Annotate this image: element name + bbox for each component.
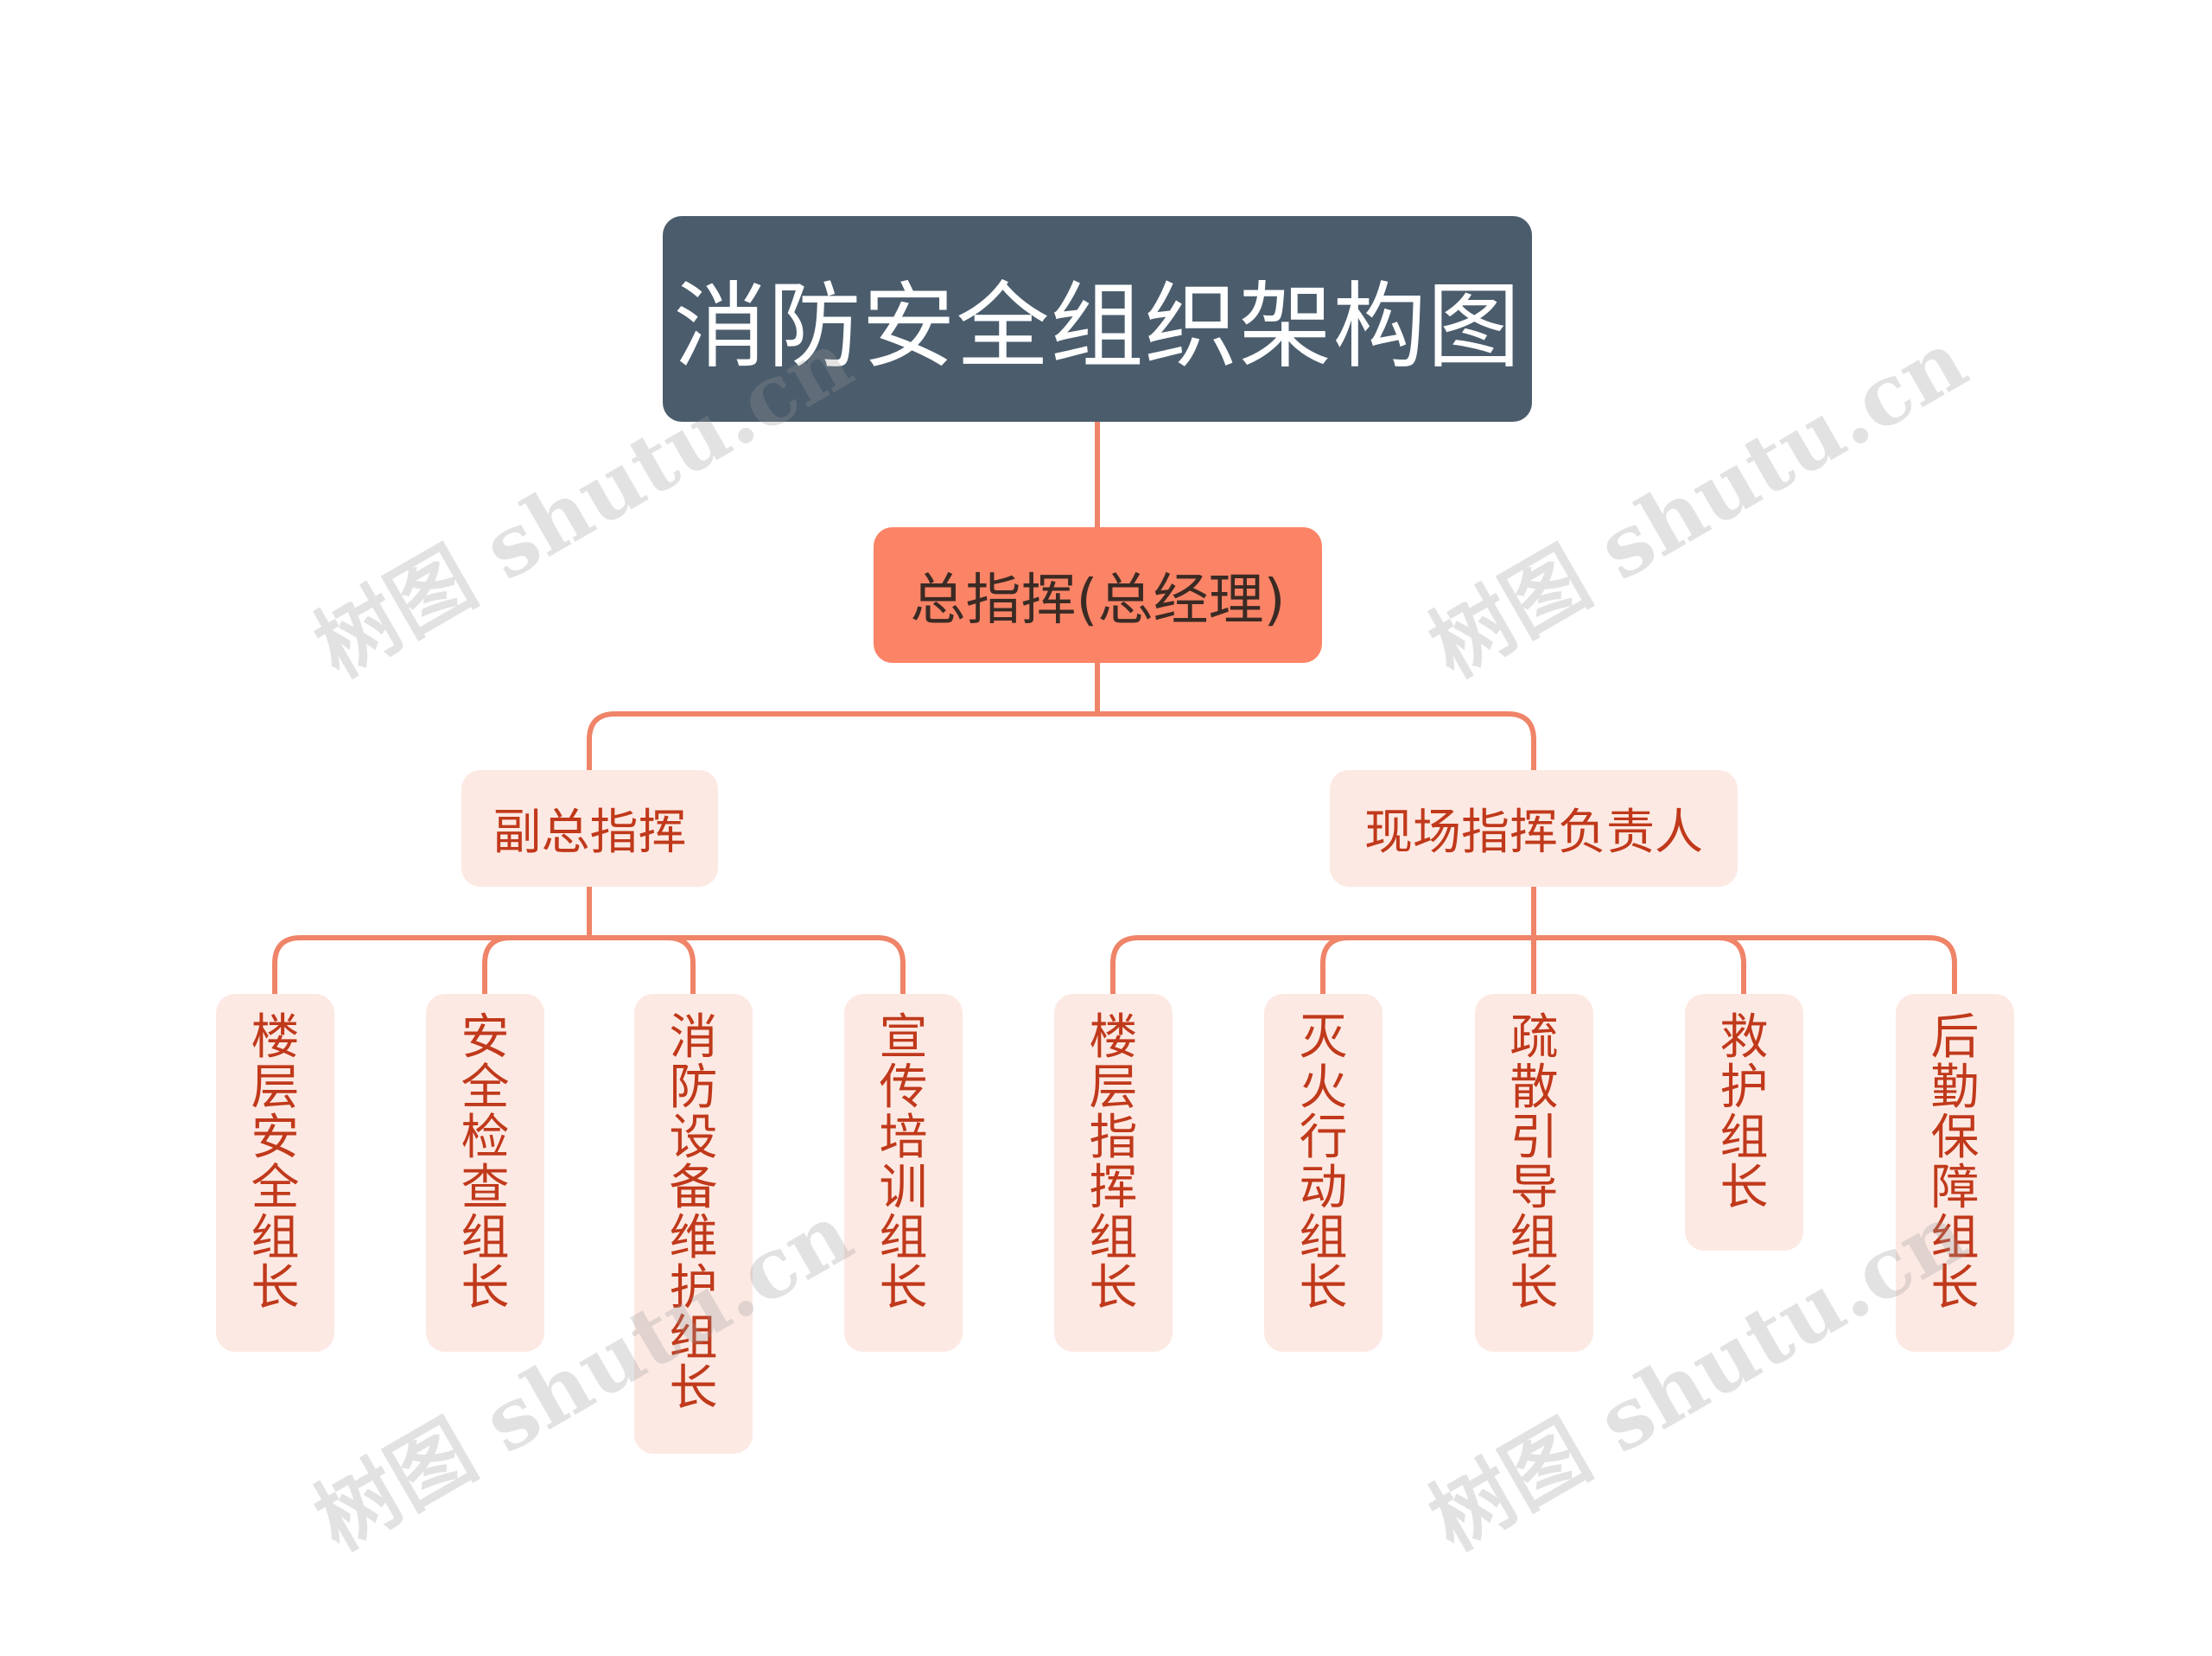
leaf-label: 救护组长 [1719,1010,1769,1216]
commander-label: 总指挥(总经理) [910,568,1286,633]
leaf-label: 楼层指挥组长 [1089,1010,1138,1316]
commander-node[interactable]: 总指挥(总经理) [874,527,1322,663]
connector-right-branch [1110,884,1957,997]
leaf-label: 疏散引导组长 [1510,1010,1559,1316]
site-commander-label: 现场指挥负责人 [1364,805,1703,861]
connector-commander-branches [587,711,1536,773]
leaf-node-floor-command[interactable]: 楼层指挥组长 [1054,994,1173,1352]
leaf-label: 安全检查组长 [461,1010,510,1316]
leaf-label: 后勤保障组长 [1930,1010,1980,1316]
leaf-node-firefighting[interactable]: 灭火行动组长 [1264,994,1382,1352]
leaf-node-floor-safety[interactable]: 楼层安全组长 [216,994,334,1352]
leaf-label: 消防设备维护组长 [669,1010,718,1417]
connector-left-branch [272,884,906,997]
root-title: 消防安全组织架构图 [673,273,1522,381]
leaf-label: 楼层安全组长 [251,1010,300,1316]
leaf-node-evacuation[interactable]: 疏散引导组长 [1475,994,1593,1352]
root-node[interactable]: 消防安全组织架构图 [663,216,1532,422]
deputy-commander-node[interactable]: 副总指挥 [461,770,718,887]
leaf-node-rescue[interactable]: 救护组长 [1685,994,1803,1251]
leaf-node-safety-inspection[interactable]: 安全检查组长 [426,994,544,1352]
leaf-node-equipment-maintenance[interactable]: 消防设备维护组长 [634,994,753,1454]
leaf-label: 灭火行动组长 [1299,1010,1348,1316]
site-commander-node[interactable]: 现场指挥负责人 [1330,770,1738,887]
leaf-node-publicity-training[interactable]: 宣传培训组长 [844,994,963,1352]
leaf-label: 宣传培训组长 [879,1010,928,1316]
deputy-commander-label: 副总指挥 [493,805,687,861]
leaf-node-logistics[interactable]: 后勤保障组长 [1896,994,2014,1352]
